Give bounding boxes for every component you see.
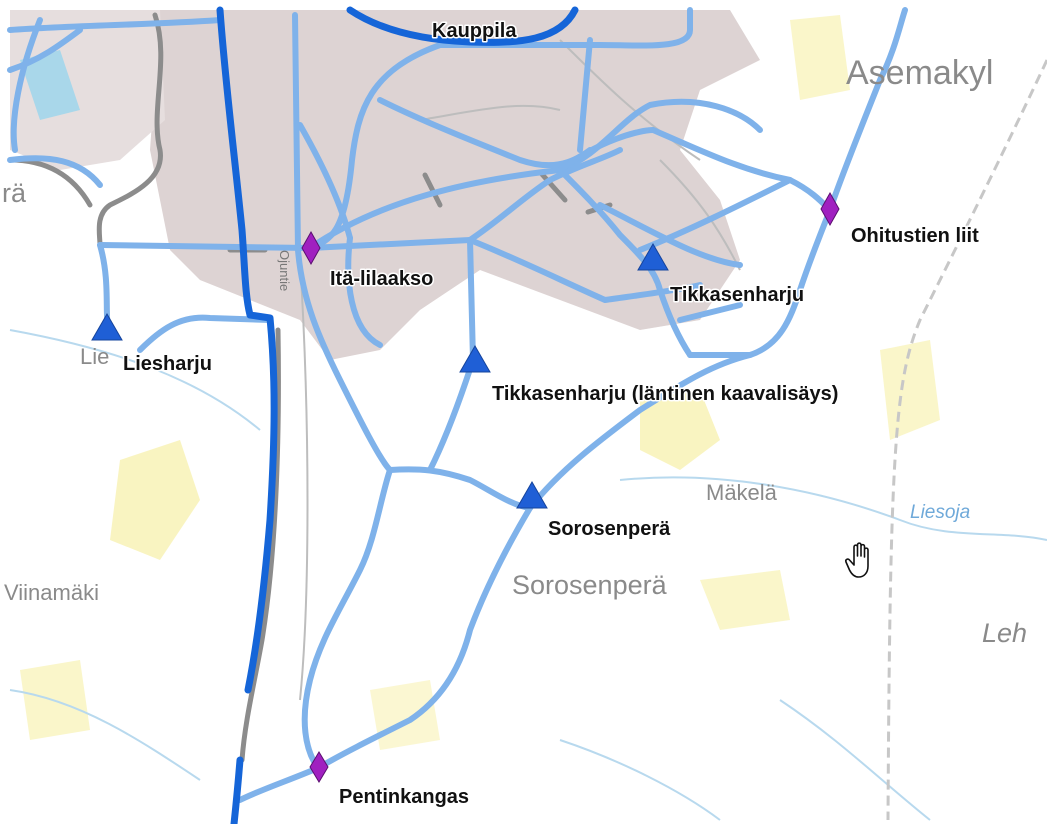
stop-sorosenpera-icon[interactable] — [516, 480, 548, 509]
streams-layer — [9, 329, 1047, 821]
field-area — [110, 440, 200, 560]
water-label-liesoja: Liesoja — [910, 502, 970, 523]
stop-tikkasenharju-icon[interactable] — [637, 242, 669, 271]
minor-roads-layer — [299, 39, 741, 701]
junction-pentinkangas-icon[interactable] — [309, 751, 329, 783]
stop-liesharju-icon[interactable] — [91, 312, 123, 341]
junctions-layer — [301, 191, 840, 783]
railway-layer — [886, 59, 1047, 821]
stop-label-sorosenpera[interactable]: Sorosenperä — [547, 517, 673, 542]
place-label-ra: rä — [2, 178, 27, 208]
field-area — [640, 390, 720, 470]
stop-label-tikkasenharju-lantinen[interactable]: Tikkasenharju (läntinen kaavalisäys) — [491, 382, 840, 407]
place-label-asemakyla: Asemakyl — [846, 54, 993, 92]
field-area — [370, 680, 440, 750]
stop-tikkasenharju-lantinen-icon[interactable] — [459, 344, 491, 373]
place-label-viinamaki: Viinamäki — [4, 580, 99, 605]
junction-ita-lilaakso-icon[interactable] — [301, 230, 321, 266]
place-label-lie: Lie — [80, 344, 109, 369]
junction-label-ita-lilaakso[interactable]: Itä-lilaakso — [329, 267, 435, 292]
field-area — [700, 570, 790, 630]
hand-grab-icon — [845, 542, 869, 578]
field-area — [790, 15, 850, 100]
place-names-layer: Asemakyl rä Viinamäki Mäkelä Sorosenperä… — [2, 54, 1027, 648]
stop-label-tikkasenharju[interactable]: Tikkasenharju — [669, 283, 806, 308]
place-label-makela: Mäkelä — [706, 480, 778, 505]
stops-layer — [91, 242, 669, 509]
junction-label-pentinkangas[interactable]: Pentinkangas — [338, 785, 471, 810]
junction-label-ohitustien-liittyma[interactable]: Ohitustien liit — [850, 224, 981, 249]
place-label-sorosenpera: Sorosenperä — [512, 570, 668, 600]
junction-ohitustien-liittyma-icon[interactable] — [820, 191, 840, 227]
main-routes-layer — [216, 6, 579, 828]
field-area — [880, 340, 940, 440]
landcover-layer — [10, 10, 940, 750]
road-label-ojantie: Ojuntie — [277, 250, 292, 291]
stop-label-liesharju[interactable]: Liesharju — [122, 352, 214, 377]
place-label-lehti: Leh — [982, 618, 1027, 648]
place-label-kauppila: Kauppila — [432, 20, 517, 42]
stop-labels-layer: Kauppila Itä-lilaakso Ohitustien liit Pe… — [122, 19, 981, 810]
water-area — [20, 50, 80, 120]
